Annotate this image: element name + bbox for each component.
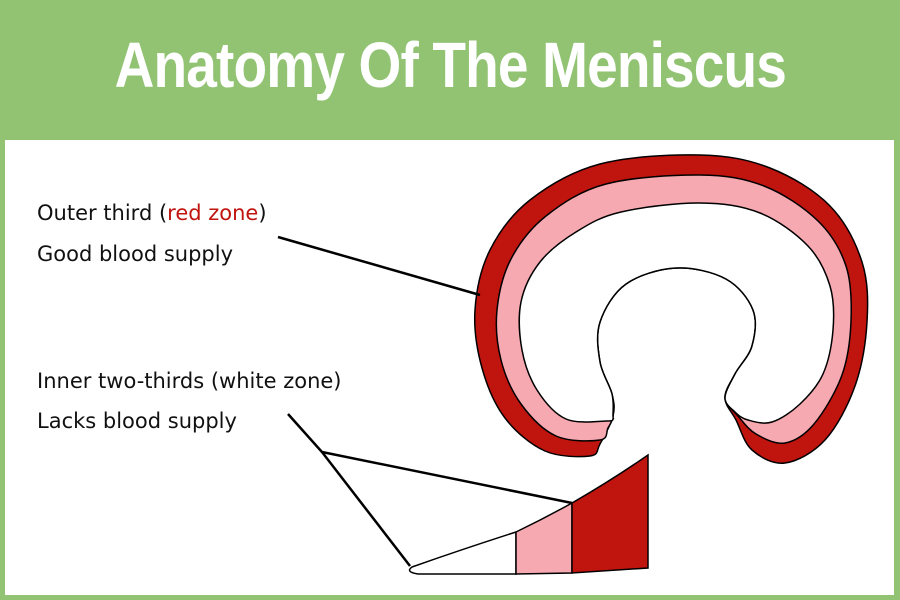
inner-zone-label: Inner two-thirds (white zone) (37, 369, 342, 393)
inner-leader-line (287, 413, 411, 567)
meniscus-white-zone (518, 202, 835, 424)
cross-section-red-zone (571, 453, 649, 574)
header-banner: Anatomy Of The Meniscus (0, 0, 900, 138)
outer-zone-label-prefix: Outer third ( (37, 201, 168, 225)
red-zone-text: red zone (167, 201, 259, 225)
outer-zone-label-suffix: ) (258, 201, 267, 225)
cross-section (408, 453, 649, 575)
page-title: Anatomy Of The Meniscus (114, 29, 786, 101)
outer-zone-label: Outer third (red zone) (37, 201, 267, 225)
outer-leader-line (277, 235, 481, 297)
outer-zone-description: Good blood supply (37, 242, 234, 266)
cross-section-pink-zone (515, 501, 573, 575)
inner-leader-line-2 (321, 450, 573, 505)
inner-zone-description: Lacks blood supply (37, 409, 237, 433)
cross-section-white-zone (408, 530, 517, 575)
